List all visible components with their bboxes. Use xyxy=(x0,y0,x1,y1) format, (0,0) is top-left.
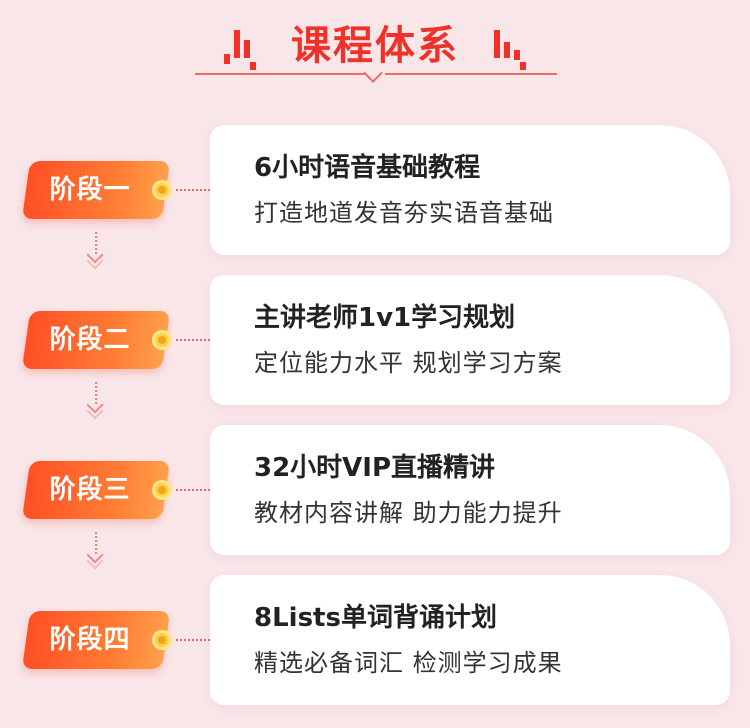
stage-row-2: 阶段二 主讲老师1v1学习规划 定位能力水平 规划学习方案 xyxy=(0,275,750,405)
dotted-connector xyxy=(176,339,210,341)
stage-card-4: 8Lists单词背诵计划 精选必备词汇 检测学习成果 xyxy=(210,575,730,705)
stage-card-title-1: 6小时语音基础教程 xyxy=(254,153,481,183)
stage-badge-label-3: 阶段三 xyxy=(49,475,131,505)
stage-badge-label-1: 阶段一 xyxy=(49,175,131,205)
header-divider-right xyxy=(385,73,557,75)
stage-card-2: 主讲老师1v1学习规划 定位能力水平 规划学习方案 xyxy=(210,275,730,405)
stage-row-4: 阶段四 8Lists单词背诵计划 精选必备词汇 检测学习成果 xyxy=(0,575,750,705)
timeline-dot-icon xyxy=(152,180,172,200)
stage-card-title-2: 主讲老师1v1学习规划 xyxy=(254,303,516,333)
stage-card-subtitle-2: 定位能力水平 规划学习方案 xyxy=(254,349,563,377)
timeline-dot-icon xyxy=(152,480,172,500)
stage-badge-label-4: 阶段四 xyxy=(49,625,131,655)
down-arrow-icon xyxy=(86,382,106,420)
timeline-dot-icon xyxy=(152,330,172,350)
stage-card-title-4: 8Lists单词背诵计划 xyxy=(254,603,497,633)
section-header: 课程体系 xyxy=(0,0,750,95)
stage-card-subtitle-3: 教材内容讲解 助力能力提升 xyxy=(254,499,563,527)
stage-card-1: 6小时语音基础教程 打造地道发音夯实语音基础 xyxy=(210,125,730,255)
down-arrow-icon xyxy=(86,532,106,570)
timeline-dot-icon xyxy=(152,630,172,650)
stage-row-3: 阶段三 32小时VIP直播精讲 教材内容讲解 助力能力提升 xyxy=(0,425,750,555)
stage-card-3: 32小时VIP直播精讲 教材内容讲解 助力能力提升 xyxy=(210,425,730,555)
stage-card-subtitle-4: 精选必备词汇 检测学习成果 xyxy=(254,649,563,677)
stage-card-title-3: 32小时VIP直播精讲 xyxy=(254,453,496,483)
header-divider-left xyxy=(195,73,365,75)
stage-card-subtitle-1: 打造地道发音夯实语音基础 xyxy=(254,199,554,227)
stage-badge-label-2: 阶段二 xyxy=(49,325,131,355)
dotted-connector xyxy=(176,639,210,641)
dotted-connector xyxy=(176,489,210,491)
dotted-connector xyxy=(176,189,210,191)
page-title: 课程体系 xyxy=(291,23,459,69)
stage-row-1: 阶段一 6小时语音基础教程 打造地道发音夯实语音基础 xyxy=(0,125,750,255)
down-arrow-icon xyxy=(86,232,106,270)
